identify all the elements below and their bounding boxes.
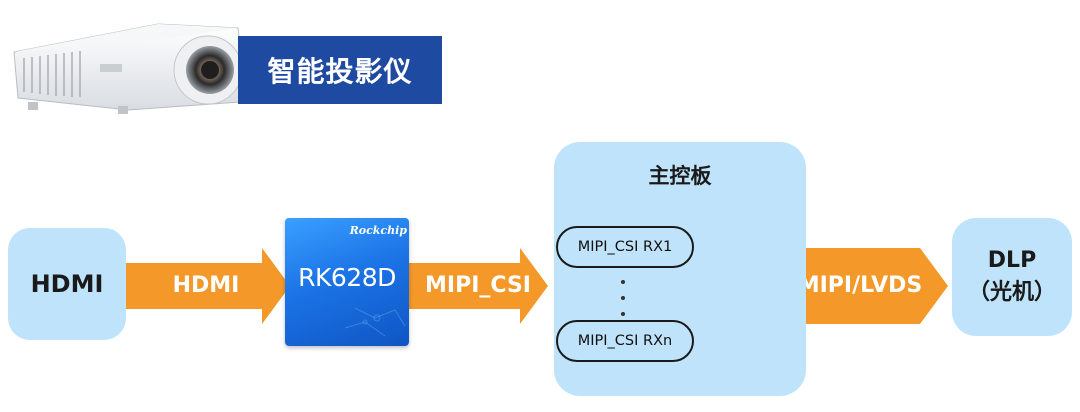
arrow-label-mipi-lvds: MIPI/LVDS xyxy=(797,273,923,298)
chip-texture xyxy=(344,307,406,337)
projector-icon xyxy=(13,23,245,114)
arrow-mipi-csi xyxy=(408,248,548,324)
title-banner: 智能投影仪 xyxy=(238,36,442,104)
port-mipi-csi-rx1: MIPI_CSI RX1 xyxy=(556,226,694,268)
dlp-label: DLP xyxy=(987,248,1037,273)
hdmi-source-label: HDMI xyxy=(30,270,104,298)
arrow-mipi-lvds xyxy=(760,248,948,324)
chip-brand: Rockchip xyxy=(349,224,407,237)
vertical-ellipsis-icon xyxy=(617,280,629,316)
chip-model: RK628D xyxy=(298,263,396,292)
port-label: MIPI_CSI RXn xyxy=(577,333,673,349)
arrow-label-mipi-csi: MIPI_CSI xyxy=(425,273,531,298)
banner-title: 智能投影仪 xyxy=(267,55,413,88)
arrow-label-hdmi: HDMI xyxy=(172,273,240,298)
main-board-title: 主控板 xyxy=(648,164,712,188)
port-mipi-csi-rxn: MIPI_CSI RXn xyxy=(556,320,694,362)
rk628d-chip xyxy=(285,218,409,346)
dlp-sublabel: （光机） xyxy=(967,280,1056,305)
port-label: MIPI_CSI RX1 xyxy=(577,239,673,255)
arrow-hdmi xyxy=(126,248,290,324)
hdmi-source-box: HDMI xyxy=(8,228,126,340)
dlp-box: DLP （光机） xyxy=(952,218,1072,336)
